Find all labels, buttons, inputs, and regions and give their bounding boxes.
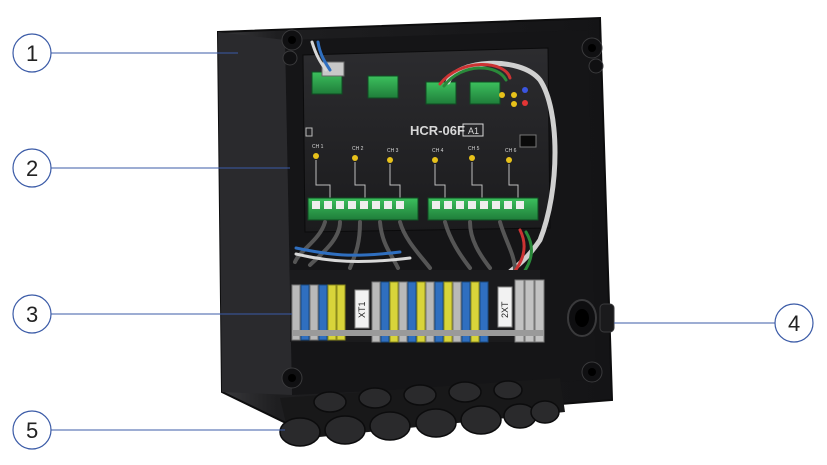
terminal-tag-xt1: XT1 xyxy=(354,289,370,329)
channel-indicators: CH 1 CH 2 CH 3 CH 4 CH 5 CH 6 xyxy=(312,144,517,163)
svg-text:4: 4 xyxy=(788,311,800,336)
wiring xyxy=(293,40,558,288)
top-connectors xyxy=(311,61,501,105)
svg-text:CH 6: CH 6 xyxy=(505,148,517,154)
svg-text:CH 3: CH 3 xyxy=(387,148,399,154)
callout-1: 1 xyxy=(12,33,238,73)
callouts: 1 2 3 4 5 xyxy=(12,33,814,450)
screw-boss-bottom-right xyxy=(581,361,603,383)
channel-2: CH 2 xyxy=(352,146,364,161)
bottom-cable-glands xyxy=(279,378,565,447)
screw-boss-top-left xyxy=(281,29,303,66)
svg-text:CH 4: CH 4 xyxy=(432,148,444,154)
svg-text:CH 1: CH 1 xyxy=(312,144,324,150)
svg-text:2XT: 2XT xyxy=(500,301,510,318)
din-rail xyxy=(292,330,544,336)
channel-1: CH 1 xyxy=(312,144,324,159)
screw-boss-bottom-left xyxy=(281,367,303,389)
svg-text:CH 5: CH 5 xyxy=(468,146,480,152)
terminal-tag-2xt: 2XT xyxy=(497,286,513,328)
panel-tag-label: A1 xyxy=(468,126,479,136)
callout-4: 4 xyxy=(614,303,814,343)
callout-2: 2 xyxy=(12,148,290,188)
silkscreen-lines xyxy=(315,160,519,198)
din-terminal-blocks: XT1 2XT xyxy=(290,270,545,343)
side-cable-gland xyxy=(567,299,615,337)
terminal-group-middle xyxy=(371,281,489,343)
terminal-group-right xyxy=(514,279,545,343)
controller-panel: HCR-06F A1 CH 1 CH 2 CH 3 CH 4 xyxy=(302,47,551,233)
callout-5: 5 xyxy=(12,410,285,450)
screw-boss-top-right xyxy=(581,37,604,74)
terminal-group-left xyxy=(291,284,346,341)
svg-text:3: 3 xyxy=(26,302,38,327)
panel-tag-box xyxy=(462,123,484,137)
svg-text:2: 2 xyxy=(26,156,38,181)
usb-port xyxy=(519,134,537,148)
svg-text:5: 5 xyxy=(26,418,38,443)
channel-3: CH 3 xyxy=(387,148,399,163)
svg-text:1: 1 xyxy=(26,41,38,66)
status-leds xyxy=(499,87,528,107)
channel-6: CH 6 xyxy=(505,148,517,163)
channel-5: CH 5 xyxy=(468,146,480,161)
relay-terminal-block-right xyxy=(427,197,539,221)
relay-terminal-block-left xyxy=(307,197,419,221)
model-label: HCR-06F xyxy=(410,123,465,138)
logo-mark xyxy=(305,127,313,137)
callout-3: 3 xyxy=(12,294,292,334)
svg-text:CH 2: CH 2 xyxy=(352,146,364,152)
svg-text:XT1: XT1 xyxy=(357,301,367,318)
channel-4: CH 4 xyxy=(432,148,444,163)
